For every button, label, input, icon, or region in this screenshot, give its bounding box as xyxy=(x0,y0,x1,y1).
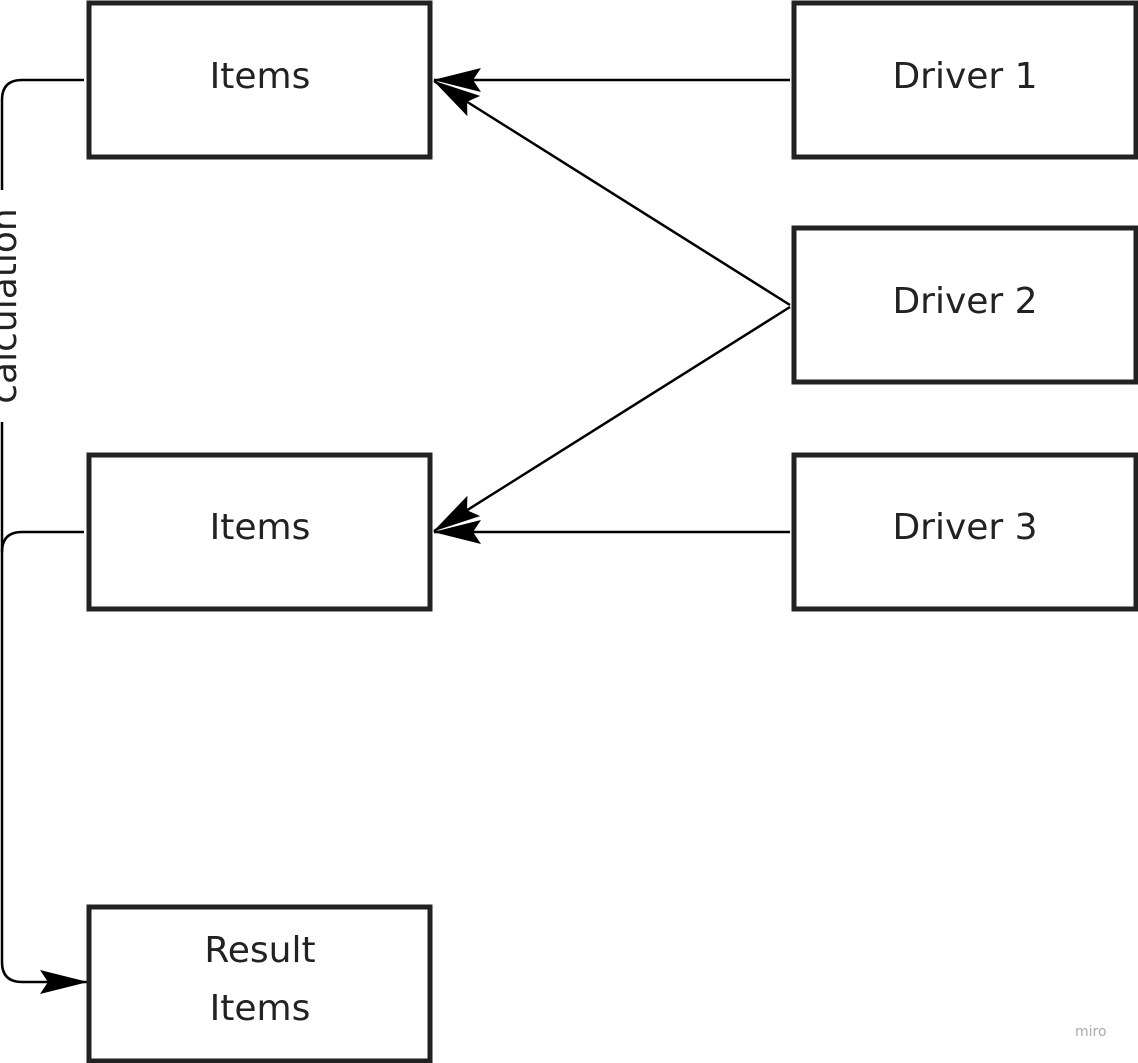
node-items-top[interactable]: Items xyxy=(86,0,433,160)
node-label: Items xyxy=(210,507,311,548)
node-driver-3[interactable]: Driver 3 xyxy=(791,452,1138,612)
node-result-items[interactable]: Result Items xyxy=(86,904,433,1063)
node-items-middle[interactable]: Items xyxy=(86,452,433,612)
edge-items-middle-to-result xyxy=(0,530,84,553)
edge-driver2-to-items-top xyxy=(433,79,791,307)
node-label: Items xyxy=(210,56,311,97)
calculation-edge-label: calculation xyxy=(0,208,25,404)
node-driver-2[interactable]: Driver 2 xyxy=(791,225,1138,385)
node-label: Driver 3 xyxy=(892,507,1037,548)
edge-driver2-to-items-middle xyxy=(433,305,791,533)
node-driver-1[interactable]: Driver 1 xyxy=(791,0,1138,160)
edge-calculation-to-result xyxy=(0,78,87,982)
node-label: Driver 2 xyxy=(892,281,1037,322)
miro-watermark: miro xyxy=(1075,1024,1107,1040)
node-label: Driver 1 xyxy=(892,56,1037,97)
node-label-line1: Result xyxy=(204,930,315,971)
node-label-line2: Items xyxy=(210,988,311,1029)
